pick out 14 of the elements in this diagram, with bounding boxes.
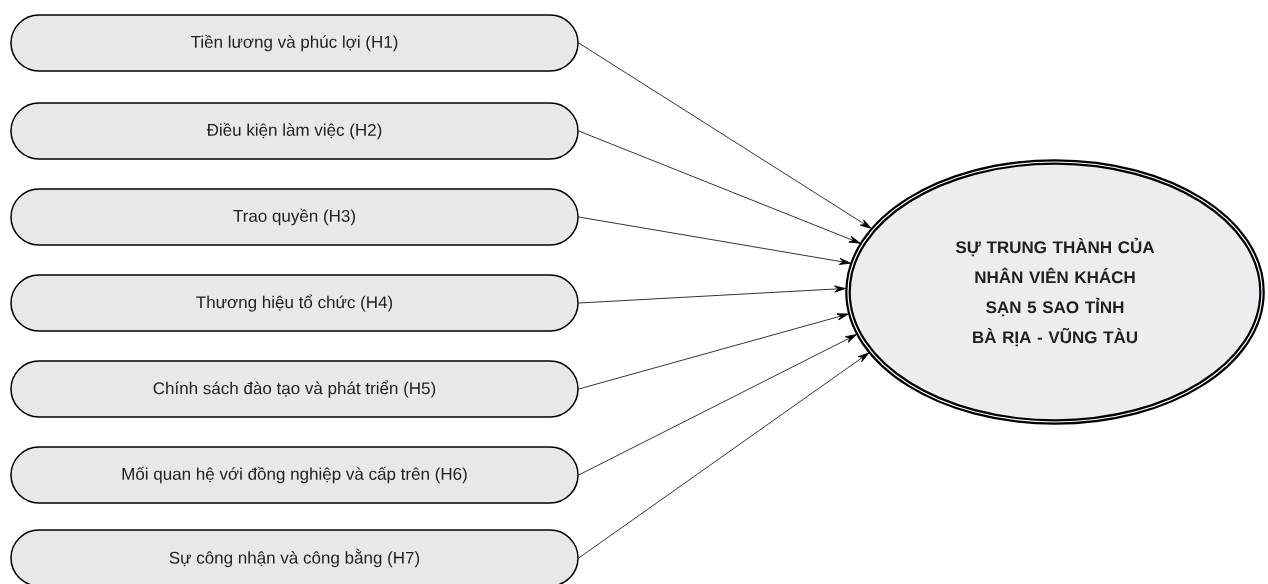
factor-box: Mối quan hệ với đồng nghiệp và cấp trên (H6) [10, 446, 579, 504]
arrow [578, 313, 849, 390]
factor-box: Chính sách đào tạo và phát triển (H5) [10, 360, 579, 418]
arrow [578, 285, 846, 304]
factor-box: Thương hiệu tổ chức (H4) [10, 274, 579, 332]
arrow [578, 42, 872, 229]
factor-box: Trao quyền (H3) [10, 188, 579, 246]
factor-box: Điều kiện làm việc (H2) [10, 102, 579, 160]
factor-box: Sự công nhận và công bằng (H7) [10, 529, 579, 584]
factor-box: Tiền lương và phúc lợi (H1) [10, 14, 579, 72]
arrow [578, 352, 870, 559]
arrow [578, 216, 851, 265]
arrow [578, 334, 857, 476]
arrow [578, 130, 861, 244]
